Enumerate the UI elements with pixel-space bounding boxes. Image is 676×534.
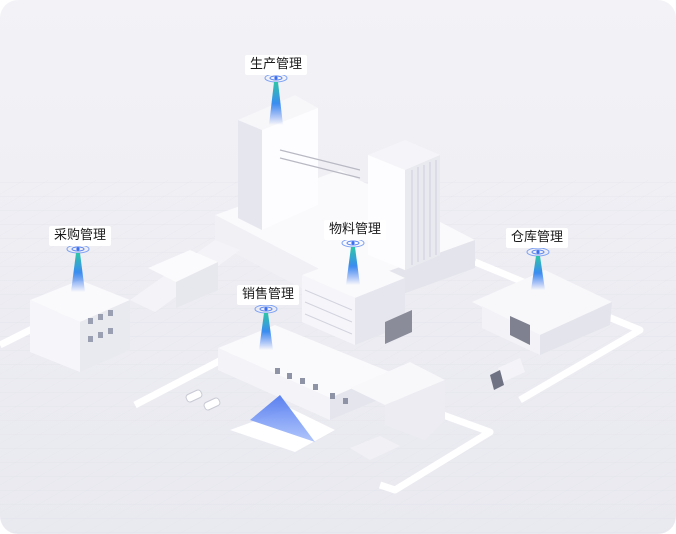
label-production: 生产管理 bbox=[244, 55, 308, 75]
glass-atrium bbox=[250, 395, 315, 442]
truck bbox=[490, 358, 525, 390]
production-tower bbox=[238, 95, 361, 230]
materials-building bbox=[302, 255, 412, 345]
label-materials: 物料管理 bbox=[323, 220, 387, 240]
beacon-sales bbox=[254, 304, 278, 350]
tag-production[interactable]: 生产管理 bbox=[244, 53, 308, 75]
tag-materials[interactable]: 物料管理 bbox=[323, 218, 387, 240]
beacon-warehouse bbox=[526, 247, 550, 290]
label-procurement: 采购管理 bbox=[48, 226, 112, 246]
tag-warehouse[interactable]: 仓库管理 bbox=[505, 226, 569, 248]
office-tower bbox=[368, 140, 440, 270]
tag-sales[interactable]: 销售管理 bbox=[236, 283, 300, 305]
procurement-building bbox=[30, 240, 240, 372]
beacons bbox=[66, 73, 550, 350]
label-sales: 销售管理 bbox=[236, 285, 300, 305]
tag-procurement[interactable]: 采购管理 bbox=[48, 224, 112, 246]
cars bbox=[185, 389, 221, 411]
warehouse-building bbox=[472, 270, 612, 355]
label-warehouse: 仓库管理 bbox=[505, 228, 569, 248]
